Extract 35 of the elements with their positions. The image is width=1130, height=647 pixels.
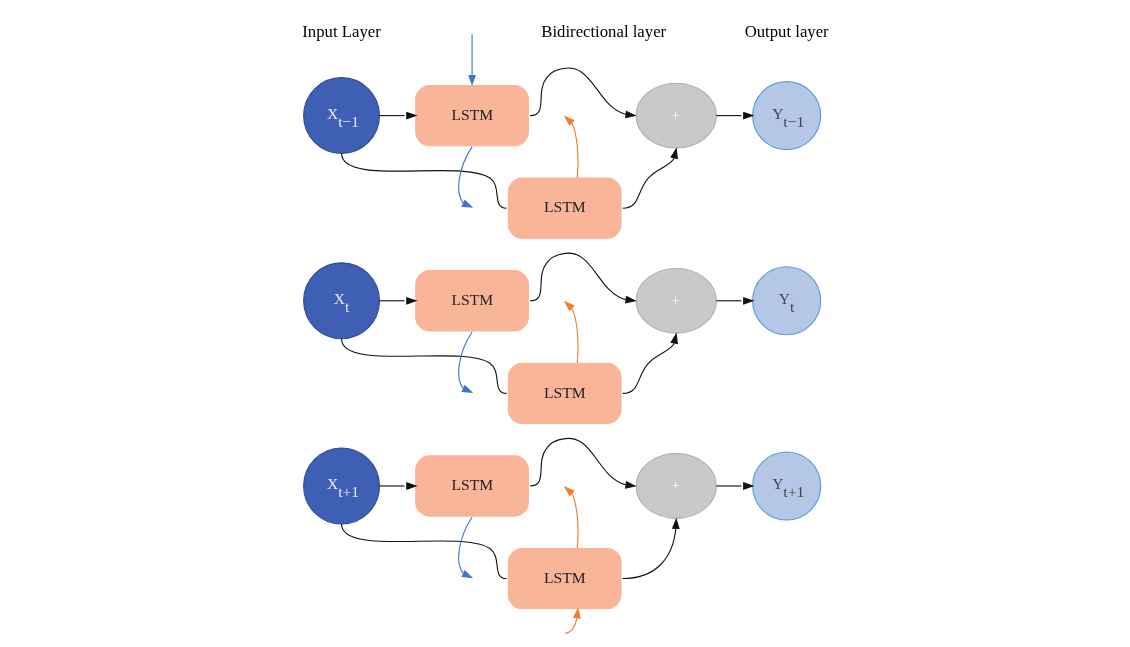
arrow	[715, 111, 754, 120]
connector	[340, 152, 507, 209]
arrow	[529, 437, 637, 489]
node-ellipse: +	[635, 267, 717, 334]
connector	[340, 338, 507, 394]
arrow	[563, 115, 579, 179]
arrow	[563, 485, 579, 549]
label: Input Layer	[301, 21, 381, 41]
arrow	[457, 516, 473, 579]
arrow	[621, 147, 678, 209]
arrow	[621, 332, 678, 394]
node-box: LSTM	[507, 177, 622, 239]
connector	[340, 523, 507, 580]
node-box: LSTM	[414, 84, 529, 147]
node-box: LSTM	[414, 270, 529, 332]
arrow	[378, 111, 417, 120]
arrow	[457, 331, 473, 393]
label: Output layer	[744, 21, 829, 41]
node-ellipse: +	[635, 453, 717, 519]
node-ellipse: +	[635, 82, 717, 149]
arrow	[563, 300, 579, 364]
arrow	[529, 252, 637, 304]
arrow	[715, 296, 754, 305]
arrow	[715, 482, 754, 490]
label: Bidirectional layer	[540, 21, 666, 41]
arrow	[378, 296, 417, 305]
node-box: LSTM	[507, 547, 622, 610]
node-box: LSTM	[507, 362, 622, 425]
arrow	[378, 482, 417, 490]
arrow	[457, 146, 473, 208]
node-box: LSTM	[414, 455, 529, 517]
arrow	[621, 517, 680, 580]
arrow	[467, 33, 476, 87]
arrow	[564, 607, 581, 634]
arrow	[529, 67, 637, 119]
